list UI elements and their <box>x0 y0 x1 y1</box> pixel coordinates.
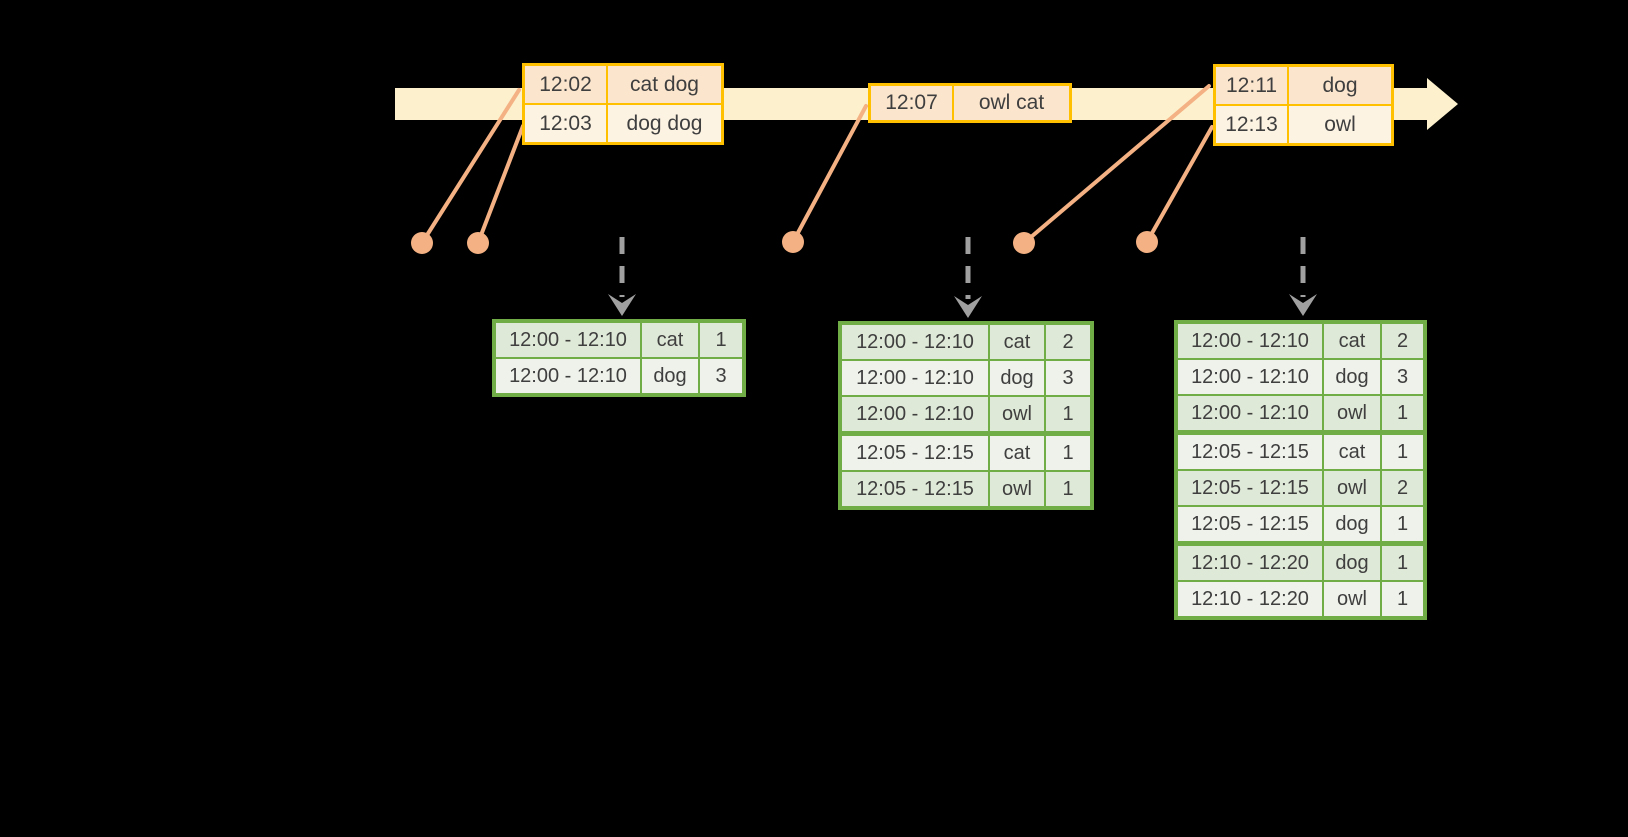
result-count: 2 <box>1382 471 1423 505</box>
result-window: 12:00 - 12:10 <box>1178 360 1324 394</box>
result-count: 2 <box>1046 325 1090 359</box>
result-word: owl <box>990 397 1046 431</box>
event-dot <box>411 232 433 254</box>
event-words: dog <box>1289 67 1391 104</box>
connector-line <box>476 124 525 245</box>
result-word: owl <box>990 472 1046 506</box>
result-window: 12:00 - 12:10 <box>1178 324 1324 358</box>
result-count: 3 <box>1046 361 1090 395</box>
event-dot <box>782 231 804 253</box>
event-words: cat dog <box>608 66 721 103</box>
result-word: cat <box>990 436 1046 470</box>
connector-line <box>420 88 521 245</box>
result-count: 1 <box>1382 435 1423 469</box>
result-window: 12:05 - 12:15 <box>842 436 990 470</box>
trigger-arrowhead-icon <box>608 294 636 316</box>
event-time: 12:13 <box>1216 106 1289 143</box>
result-word: cat <box>1324 435 1382 469</box>
result-word: dog <box>990 361 1046 395</box>
event-dot <box>467 232 489 254</box>
event-dot <box>1136 231 1158 253</box>
result-window: 12:00 - 12:10 <box>1178 396 1324 430</box>
event-words: dog dog <box>608 105 721 142</box>
result-word: cat <box>1324 324 1382 358</box>
result-word: owl <box>1324 582 1382 616</box>
result-count: 1 <box>1382 546 1423 580</box>
event-dot <box>1013 232 1035 254</box>
event-words: owl <box>1289 106 1391 143</box>
result-word: cat <box>642 323 700 357</box>
result-window: 12:00 - 12:10 <box>496 359 642 393</box>
result-word: owl <box>1324 471 1382 505</box>
result-window: 12:10 - 12:20 <box>1178 582 1324 616</box>
result-word: dog <box>1324 546 1382 580</box>
result-count: 1 <box>1046 472 1090 506</box>
result-window: 12:10 - 12:20 <box>1178 546 1324 580</box>
event-words: owl cat <box>954 86 1069 120</box>
result-window: 12:05 - 12:15 <box>1178 471 1324 505</box>
connector-line <box>791 104 868 244</box>
result-word: dog <box>642 359 700 393</box>
connector-line <box>1145 125 1214 244</box>
event-time: 12:11 <box>1216 67 1289 104</box>
result-window: 12:00 - 12:10 <box>842 361 990 395</box>
connector-line <box>1022 84 1211 245</box>
result-count: 1 <box>1382 582 1423 616</box>
result-word: owl <box>1324 396 1382 430</box>
result-count: 2 <box>1382 324 1423 358</box>
result-count: 3 <box>1382 360 1423 394</box>
result-count: 1 <box>1382 507 1423 541</box>
trigger-arrowhead-icon <box>1289 294 1317 316</box>
result-word: dog <box>1324 360 1382 394</box>
result-window: 12:05 - 12:15 <box>1178 507 1324 541</box>
result-window: 12:00 - 12:10 <box>496 323 642 357</box>
result-word: dog <box>1324 507 1382 541</box>
result-word: cat <box>990 325 1046 359</box>
result-window: 12:00 - 12:10 <box>842 397 990 431</box>
result-window: 12:05 - 12:15 <box>1178 435 1324 469</box>
result-window: 12:00 - 12:10 <box>842 325 990 359</box>
event-time: 12:02 <box>525 66 608 103</box>
event-time: 12:03 <box>525 105 608 142</box>
event-time: 12:07 <box>871 86 954 120</box>
trigger-arrowhead-icon <box>954 296 982 318</box>
result-count: 1 <box>1046 397 1090 431</box>
result-count: 1 <box>1382 396 1423 430</box>
result-window: 12:05 - 12:15 <box>842 472 990 506</box>
result-count: 1 <box>700 323 742 357</box>
result-count: 3 <box>700 359 742 393</box>
result-count: 1 <box>1046 436 1090 470</box>
